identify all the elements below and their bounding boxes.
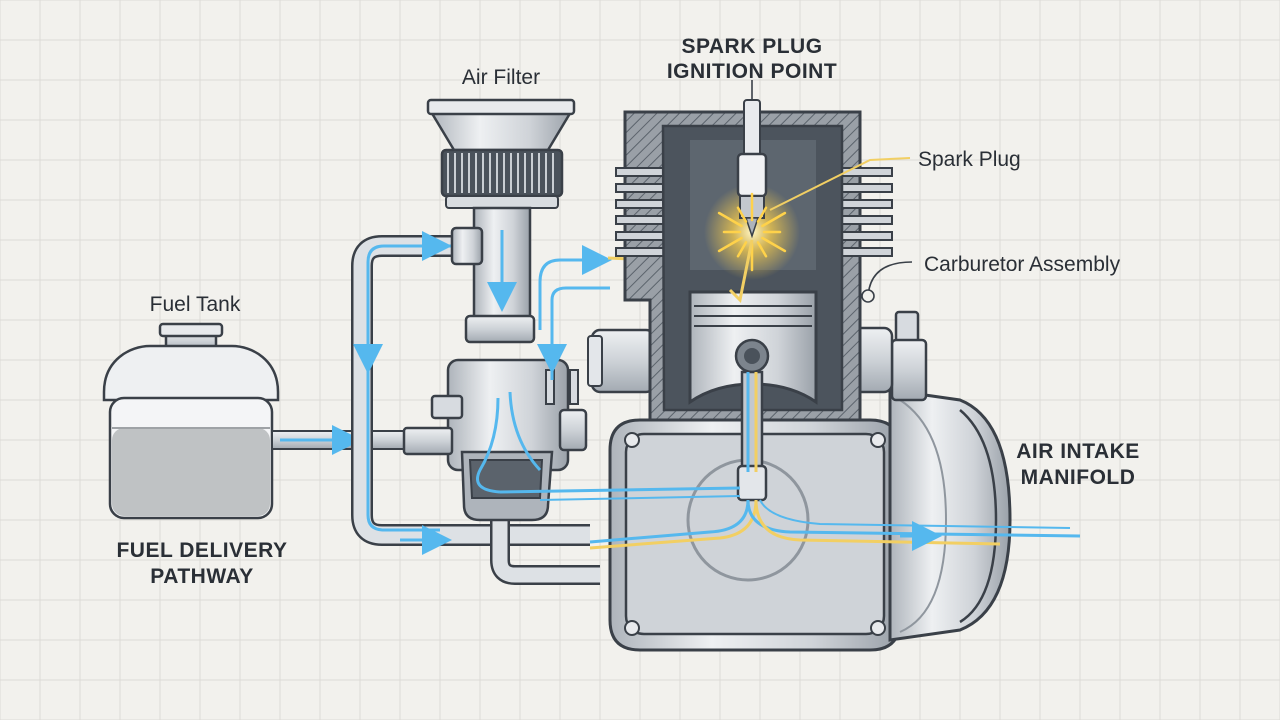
- fuel-tank: [102, 322, 280, 520]
- fuel-line: [271, 425, 413, 455]
- carburetor-assembly-label: Carburetor Assembly: [924, 253, 1121, 276]
- fuel-delivery-pathway-label: FUEL DELIVERY: [116, 539, 287, 562]
- fuel-tank-label: Fuel Tank: [150, 293, 241, 316]
- fuel-delivery-pathway-label-line2: PATHWAY: [150, 565, 253, 588]
- spark-plug-ignition-label: SPARK PLUG: [681, 35, 822, 58]
- spark-plug-label: Spark Plug: [918, 148, 1021, 171]
- flywheel-cover: [888, 310, 1012, 642]
- mixture-flow: [499, 239, 1081, 551]
- air-filter: [426, 98, 576, 209]
- leader-lines: [751, 80, 913, 303]
- air-filter-label: Air Filter: [462, 66, 540, 89]
- carburetor: [402, 358, 588, 522]
- fuel-level: [112, 428, 270, 516]
- side-ports: [587, 326, 894, 394]
- connecting-rod: [736, 370, 768, 502]
- piston: [688, 290, 818, 405]
- crankcase: [608, 418, 902, 652]
- intake-tube: [450, 206, 536, 344]
- spark-plug-ignition-label-line2: IGNITION POINT: [667, 60, 837, 83]
- bypass-pipe: [351, 231, 600, 585]
- air-intake-manifold-label-line2: MANIFOLD: [1021, 466, 1136, 489]
- air-intake-manifold-label: AIR INTAKE: [1016, 440, 1140, 463]
